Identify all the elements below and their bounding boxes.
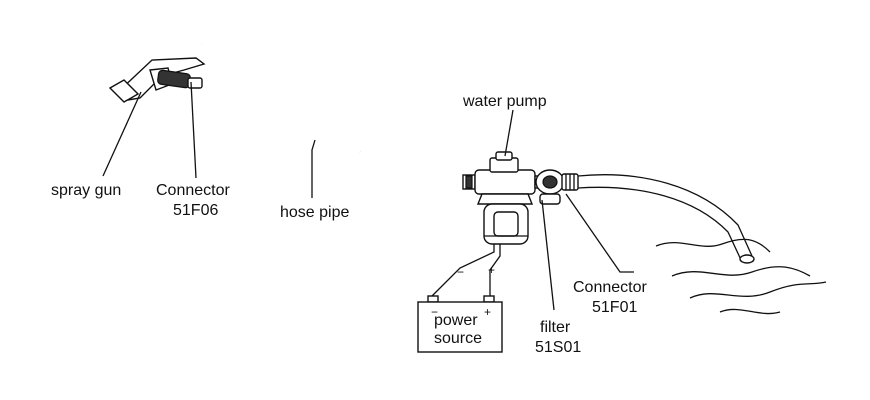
- water-pump-label: water pump: [462, 93, 547, 110]
- battery-plus-sign: +: [484, 305, 491, 319]
- filter-label-line1: filter: [540, 319, 571, 336]
- power-source-label-line2: source: [434, 330, 482, 347]
- suction-hose: [577, 174, 755, 264]
- filter-unit: [535, 169, 565, 205]
- battery-minus-sign: −: [431, 305, 438, 319]
- power-wires: − +: [431, 244, 501, 297]
- leader-lines: [102, 81, 634, 311]
- water-waves: [655, 238, 827, 315]
- connector-left-label-line1: Connector: [156, 182, 230, 199]
- connector-left-label-line2: 51F06: [173, 202, 218, 219]
- connector-right-label-line2: 51F01: [592, 299, 637, 316]
- wire-minus-sign: −: [457, 265, 464, 279]
- spray-gun-label: spray gun: [51, 182, 121, 199]
- wire-plus-sign: +: [488, 263, 495, 277]
- hose-pipe: [200, 42, 471, 190]
- spray-gun: [108, 57, 206, 103]
- power-source: − + power source: [417, 295, 503, 353]
- connector-right-label-line1: Connector: [573, 279, 647, 296]
- connector-right: [561, 173, 579, 191]
- water-pump: [462, 151, 548, 245]
- filter-label-line2: 51S01: [535, 339, 581, 356]
- hose-pipe-label: hose pipe: [280, 204, 349, 221]
- power-source-label-line1: power: [434, 312, 478, 329]
